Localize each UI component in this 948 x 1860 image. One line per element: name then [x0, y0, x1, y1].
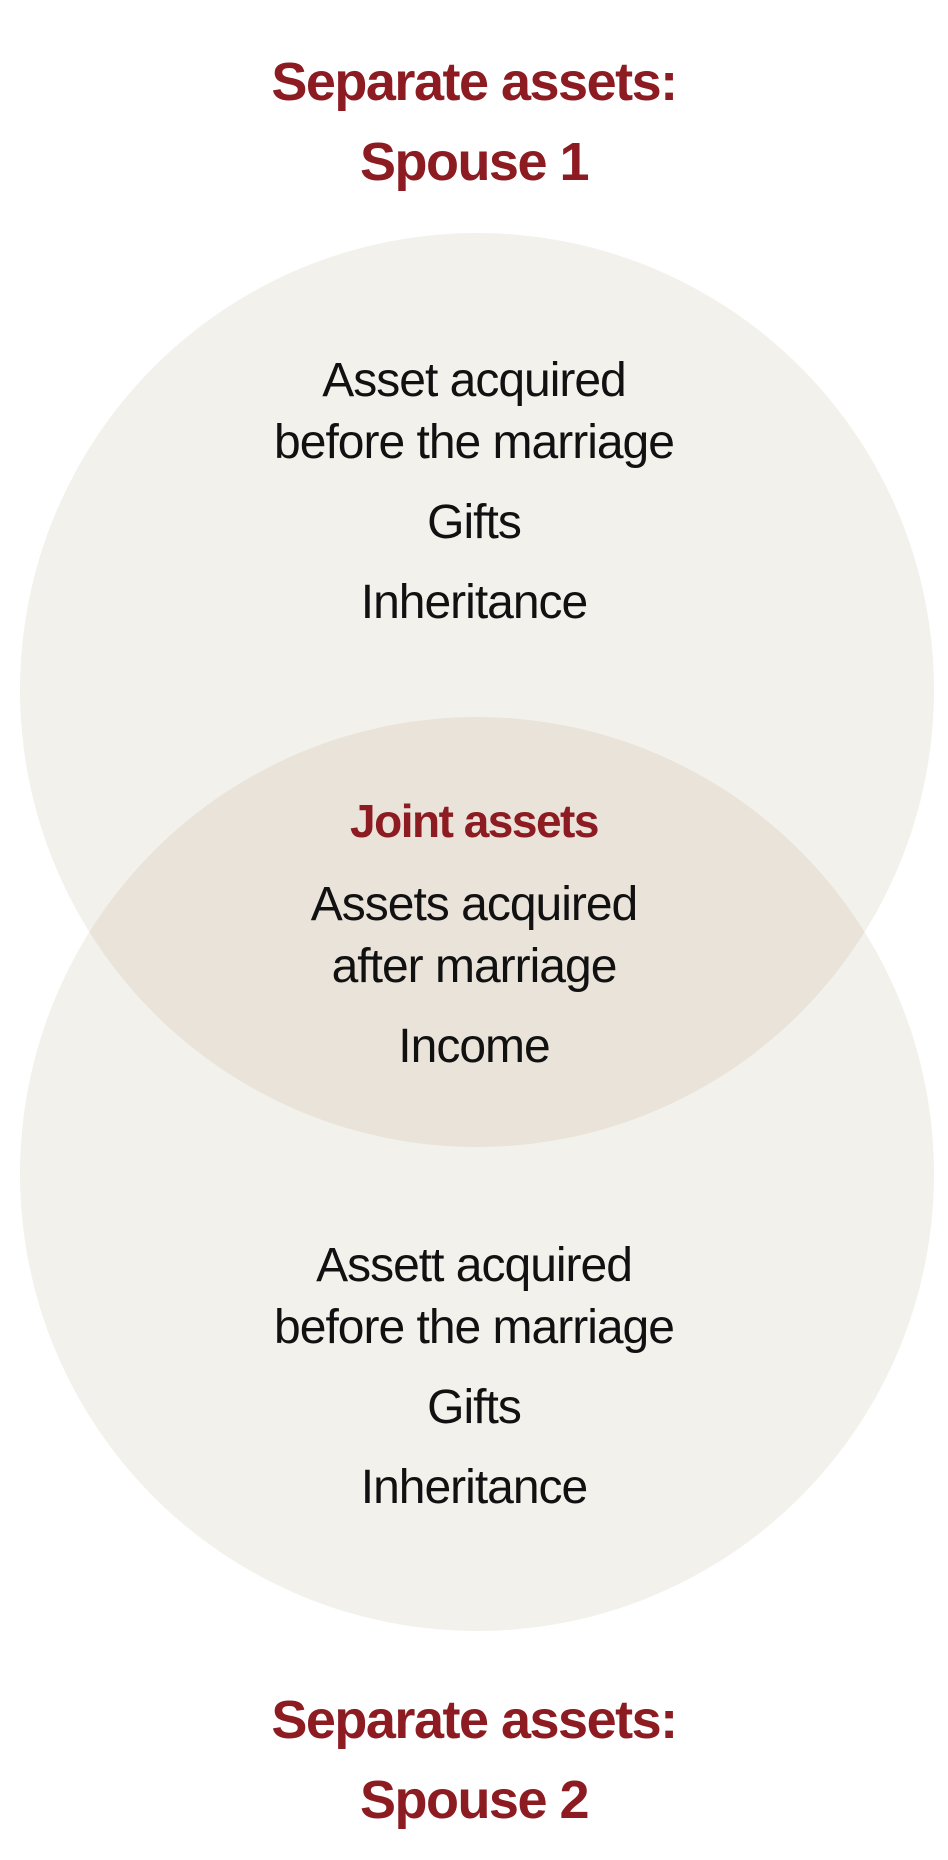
spouse2-item-inheritance: Inheritance [360, 1461, 589, 1514]
spouse1-item-inheritance: Inheritance [360, 576, 589, 629]
spouse1-heading-line2: Spouse 1 [359, 132, 590, 192]
spouse1-item-gifts: Gifts [427, 496, 522, 549]
spouse1-items: Asset acquired before the marriage Gifts… [0, 350, 948, 652]
overlap-shape [20, 717, 934, 1147]
joint-title: Joint assets [350, 795, 599, 847]
spouse1-heading: Separate assets: Spouse 1 [0, 42, 948, 202]
spouse2-heading-line1: Separate assets: [271, 1690, 678, 1750]
spouse2-heading: Separate assets: Spouse 2 [0, 1680, 948, 1840]
joint-item-income: Income [398, 1020, 550, 1073]
spouse2-item-prior-assets: Assett acquired before the marriage [274, 1239, 675, 1354]
spouse2-item-gifts: Gifts [427, 1381, 522, 1434]
spouse2-heading-line2: Spouse 2 [359, 1770, 590, 1830]
spouse2-items: Assett acquired before the marriage Gift… [0, 1235, 948, 1537]
joint-items: Joint assets Assets acquired after marri… [0, 790, 948, 1096]
joint-item-after-marriage: Assets acquired after marriage [310, 878, 639, 993]
spouse1-heading-line1: Separate assets: [271, 52, 678, 112]
spouse1-item-prior-assets: Asset acquired before the marriage [274, 354, 675, 469]
